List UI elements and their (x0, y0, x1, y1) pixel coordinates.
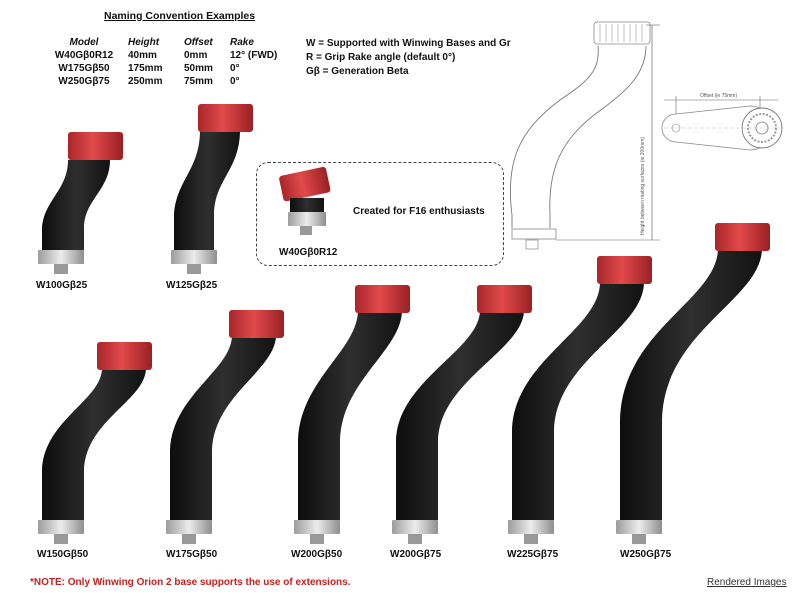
cell: 250mm (128, 76, 163, 87)
model-label: W250Gβ75 (620, 549, 672, 560)
cell: W175Gβ50 (58, 63, 110, 74)
cell: W40Gβ0R12 (54, 50, 114, 61)
callout-box (256, 162, 504, 266)
model-label: W225Gβ75 (507, 549, 559, 560)
header-offset: Offset (184, 37, 213, 48)
cell: 12° (FWD) (230, 50, 278, 61)
cell: 40mm (128, 50, 157, 61)
model-label: W150Gβ50 (37, 549, 89, 560)
extension-W150Gb50 (38, 342, 152, 544)
naming-header-row: Model Height Offset Rake (40, 37, 300, 49)
extension-W200Gb50 (294, 285, 410, 544)
legend: W = Supported with Winwing Bases and Gr … (306, 37, 511, 79)
extension-note: *NOTE: Only Winwing Orion 2 base support… (30, 577, 351, 588)
model-label: W200Gβ75 (390, 549, 442, 560)
extension-W175Gb50 (166, 310, 284, 544)
model-label: W125Gβ25 (166, 280, 218, 291)
legend-line: Gβ = Generation Beta (306, 66, 409, 77)
extension-W250Gb75 (616, 223, 770, 544)
model-label: W175Gβ50 (166, 549, 218, 560)
model-label: W100Gβ25 (36, 280, 88, 291)
naming-title: Naming Convention Examples (104, 10, 256, 22)
naming-table: Model Height Offset Rake W40Gβ0R12 40mm … (40, 37, 300, 88)
model-label: W200Gβ50 (291, 549, 343, 560)
cell: 50mm (184, 63, 213, 74)
cell: 75mm (184, 76, 213, 87)
cell: 0° (230, 63, 240, 74)
cell: 0mm (184, 50, 208, 61)
callout-model-label: W40Gβ0R12 (279, 247, 338, 258)
header-height: Height (128, 37, 160, 48)
extension-W125Gb25 (171, 104, 253, 274)
header-model: Model (69, 37, 99, 48)
rendered-images-link[interactable]: Rendered Images (707, 577, 787, 588)
cell: 0° (230, 76, 240, 87)
extension-W225Gb75 (508, 256, 652, 544)
cell: W250Gβ75 (58, 76, 110, 87)
legend-line: R = Grip Rake angle (default 0°) (306, 52, 456, 63)
extension-W200Gb75 (392, 285, 532, 544)
extension-W100Gb25 (38, 132, 123, 274)
legend-line: W = Supported with Winwing Bases and Gr (306, 38, 511, 49)
cell: 175mm (128, 63, 163, 74)
table-row: W250Gβ75 250mm 75mm 0° (40, 75, 300, 88)
callout-text: Created for F16 enthusiasts (353, 206, 485, 217)
extension-W40Gb0R12 (279, 166, 331, 202)
table-row: W175Gβ50 175mm 50mm 0° (40, 62, 300, 75)
table-row: W40Gβ0R12 40mm 0mm 12° (FWD) (40, 49, 300, 62)
header-rake: Rake (230, 37, 254, 48)
